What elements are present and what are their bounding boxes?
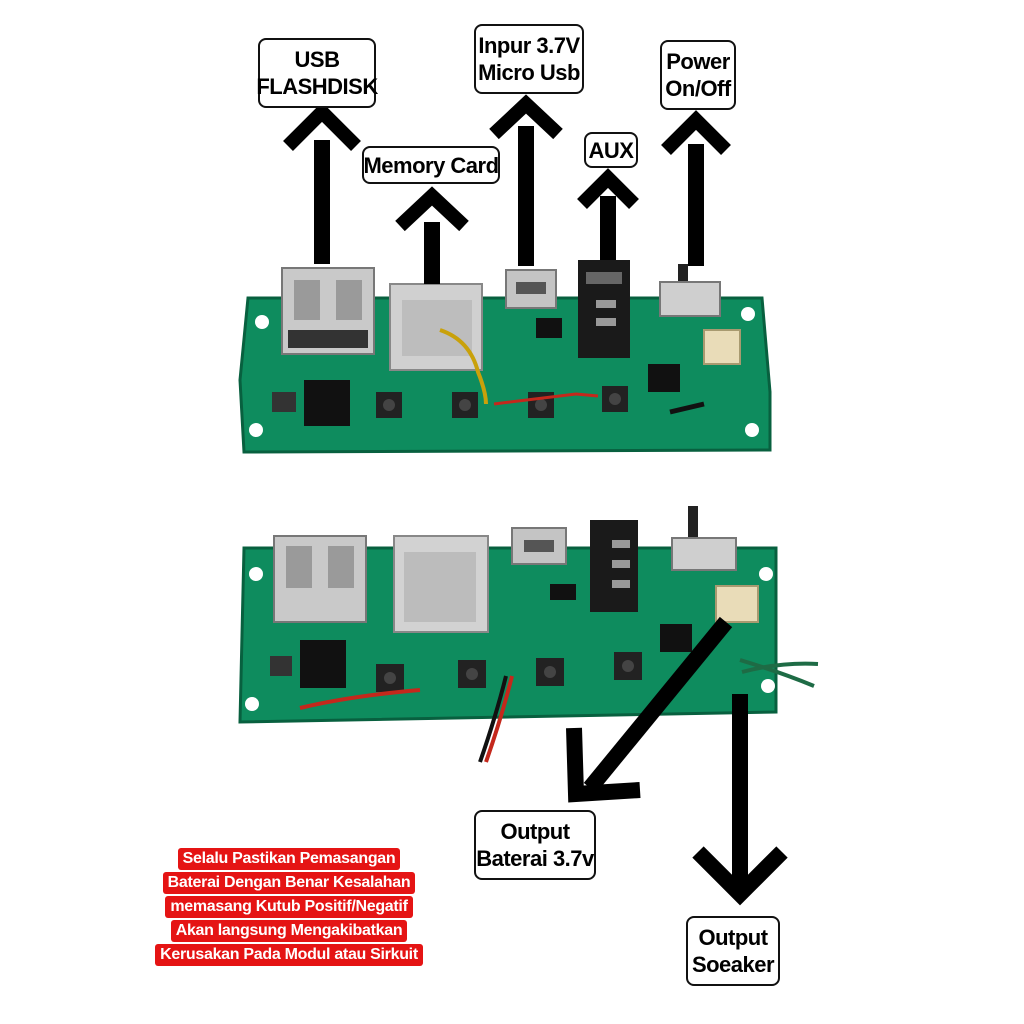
label-power-line2: On/Off (665, 76, 731, 101)
warning-line: memasang Kutub Positif/Negatif (165, 896, 413, 918)
label-aux: AUX (584, 132, 638, 168)
label-output-speaker: Output Soeaker (686, 916, 780, 986)
label-memory-line1: Memory Card (363, 152, 499, 178)
label-output-battery-line2: Baterai 3.7v (476, 846, 594, 871)
arrow-output-battery (566, 616, 733, 803)
warning-line: Kerusakan Pada Modul atau Sirkuit (155, 944, 423, 966)
warning-line: Akan langsung Mengakibatkan (170, 920, 408, 942)
label-usb-line2: FLASHDISK (256, 74, 378, 99)
arrow-power (661, 110, 731, 266)
label-output-speaker-line1: Output (698, 925, 768, 950)
arrow-aux (577, 168, 639, 260)
battery-polarity-warning: Selalu Pastikan Pemasangan Baterai Denga… (150, 848, 428, 966)
label-usb-line1: USB (294, 47, 340, 72)
pcb-top-body (238, 260, 772, 454)
label-input-line2: Micro Usb (478, 60, 580, 85)
label-output-speaker-line2: Soeaker (691, 952, 775, 977)
arrow-micro-usb (489, 94, 563, 266)
warning-line: Baterai Dengan Benar Kesalahan (162, 872, 416, 894)
label-usb-flashdisk: USB FLASHDISK (256, 38, 378, 108)
arrow-output-speaker (692, 694, 788, 906)
pcb-bottom-body (238, 506, 819, 763)
label-memory-card: Memory Card (362, 146, 500, 184)
label-power-line1: Power (666, 49, 730, 74)
label-output-battery: Output Baterai 3.7v (474, 810, 596, 880)
arrow-usb (283, 102, 361, 264)
label-input-line1: Inpur 3.7V (478, 33, 580, 58)
arrow-memory-card (395, 186, 469, 284)
label-aux-line1: AUX (588, 137, 634, 163)
label-power-on-off: Power On/Off (660, 40, 736, 110)
label-input-micro-usb: Inpur 3.7V Micro Usb (474, 24, 584, 94)
label-output-battery-line1: Output (500, 819, 570, 844)
warning-line: Selalu Pastikan Pemasangan (177, 848, 401, 870)
